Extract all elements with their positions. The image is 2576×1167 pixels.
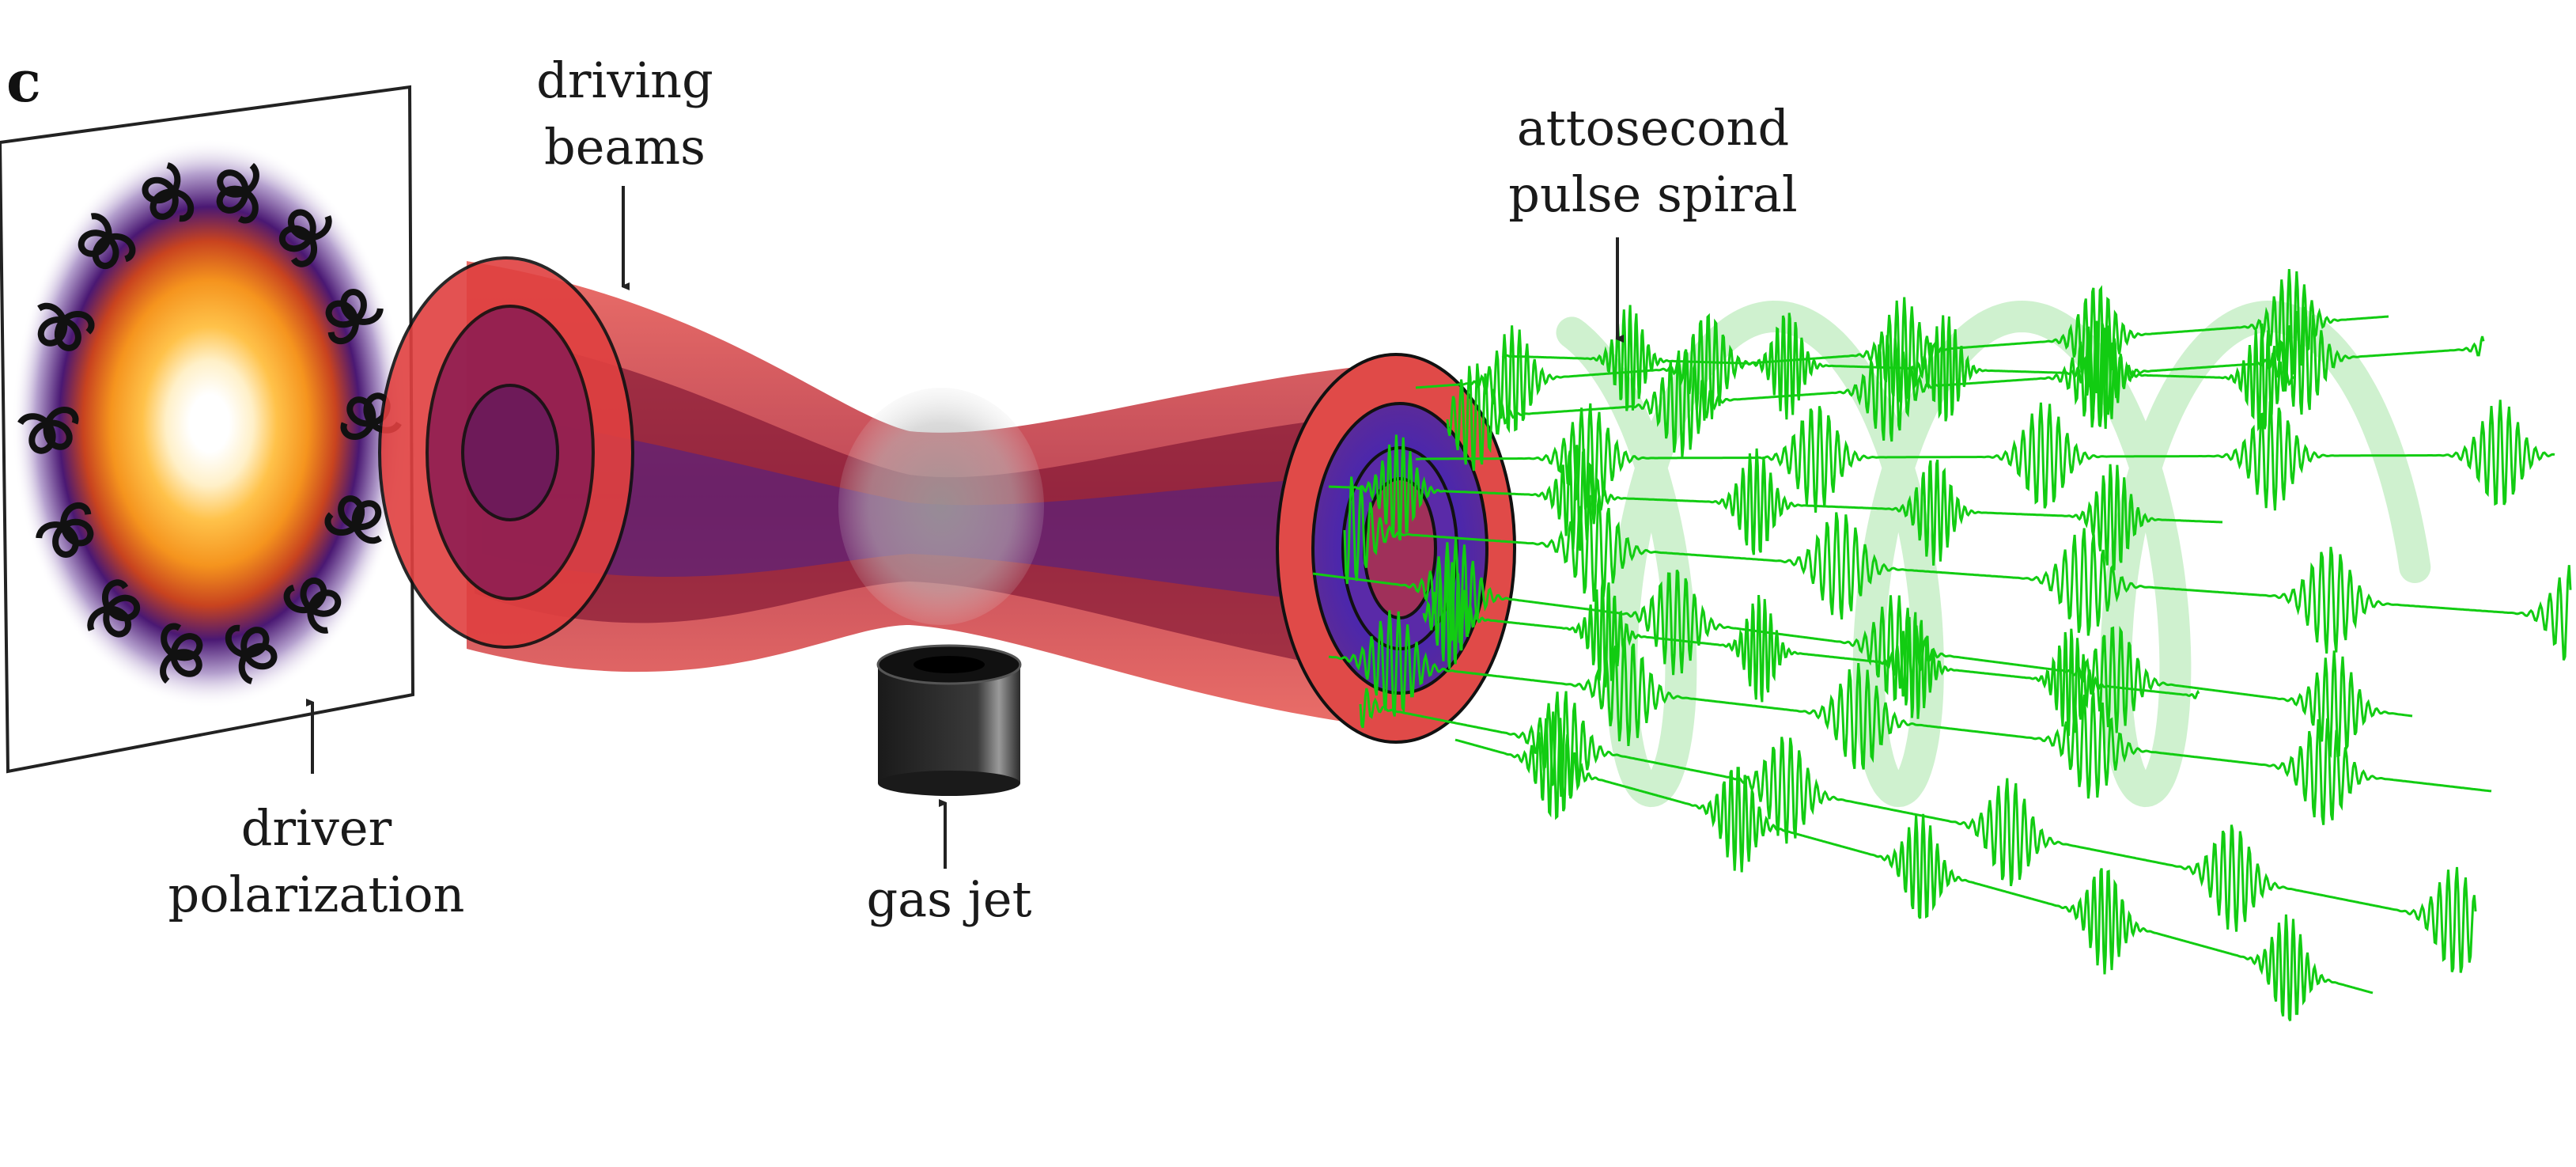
attosecond-spiral [1312,269,2572,1021]
trefoil-polarization-icon [142,162,195,222]
trefoil-polarization-icon [37,302,95,351]
attosecond-pulse-train [1415,269,2389,434]
panel-label: c [6,47,41,115]
trefoil-polarization-icon [278,209,332,267]
trefoil-polarization-icons [17,162,402,684]
attosecond-pulse-train [1501,305,2295,432]
trefoil-polarization-icon [225,624,278,684]
attosecond-pulse-train [1343,476,2572,661]
attosecond-spiral-label: attosecond pulse spiral [1508,99,1798,223]
trefoil-polarization-icon [216,162,259,224]
attosecond-pulse-train [1328,610,2492,825]
trefoil-polarization-icon [324,495,382,544]
driver-polarization-label: driver polarization [168,799,465,923]
arrow-icon [312,186,1617,869]
trefoil-polarization-icon [283,577,342,634]
gas-nozzle-icon [876,644,1022,796]
attosecond-pulse-train [1415,400,2555,513]
gas-cloud [838,388,1044,625]
trefoil-polarization-icon [325,288,384,345]
trefoil-polarization-icon [340,392,402,441]
trefoil-polarization-icon [36,502,94,559]
gas-jet-label: gas jet [866,870,1032,928]
trefoil-polarization-icon [160,623,203,684]
driving-beams-label: driving beams [536,51,713,176]
attosecond-pulse-train [1422,562,2200,737]
attosecond-pulse-train [1454,711,2374,1021]
trefoil-polarization-icon [78,213,136,270]
intensity-donut [12,138,407,708]
trefoil-polarization-icon [87,579,141,638]
attosecond-pulse-train [1328,434,2223,570]
attosecond-pulse-train [1312,536,2413,759]
trefoil-polarization-icon [17,406,79,454]
polarization-screen [0,85,415,774]
